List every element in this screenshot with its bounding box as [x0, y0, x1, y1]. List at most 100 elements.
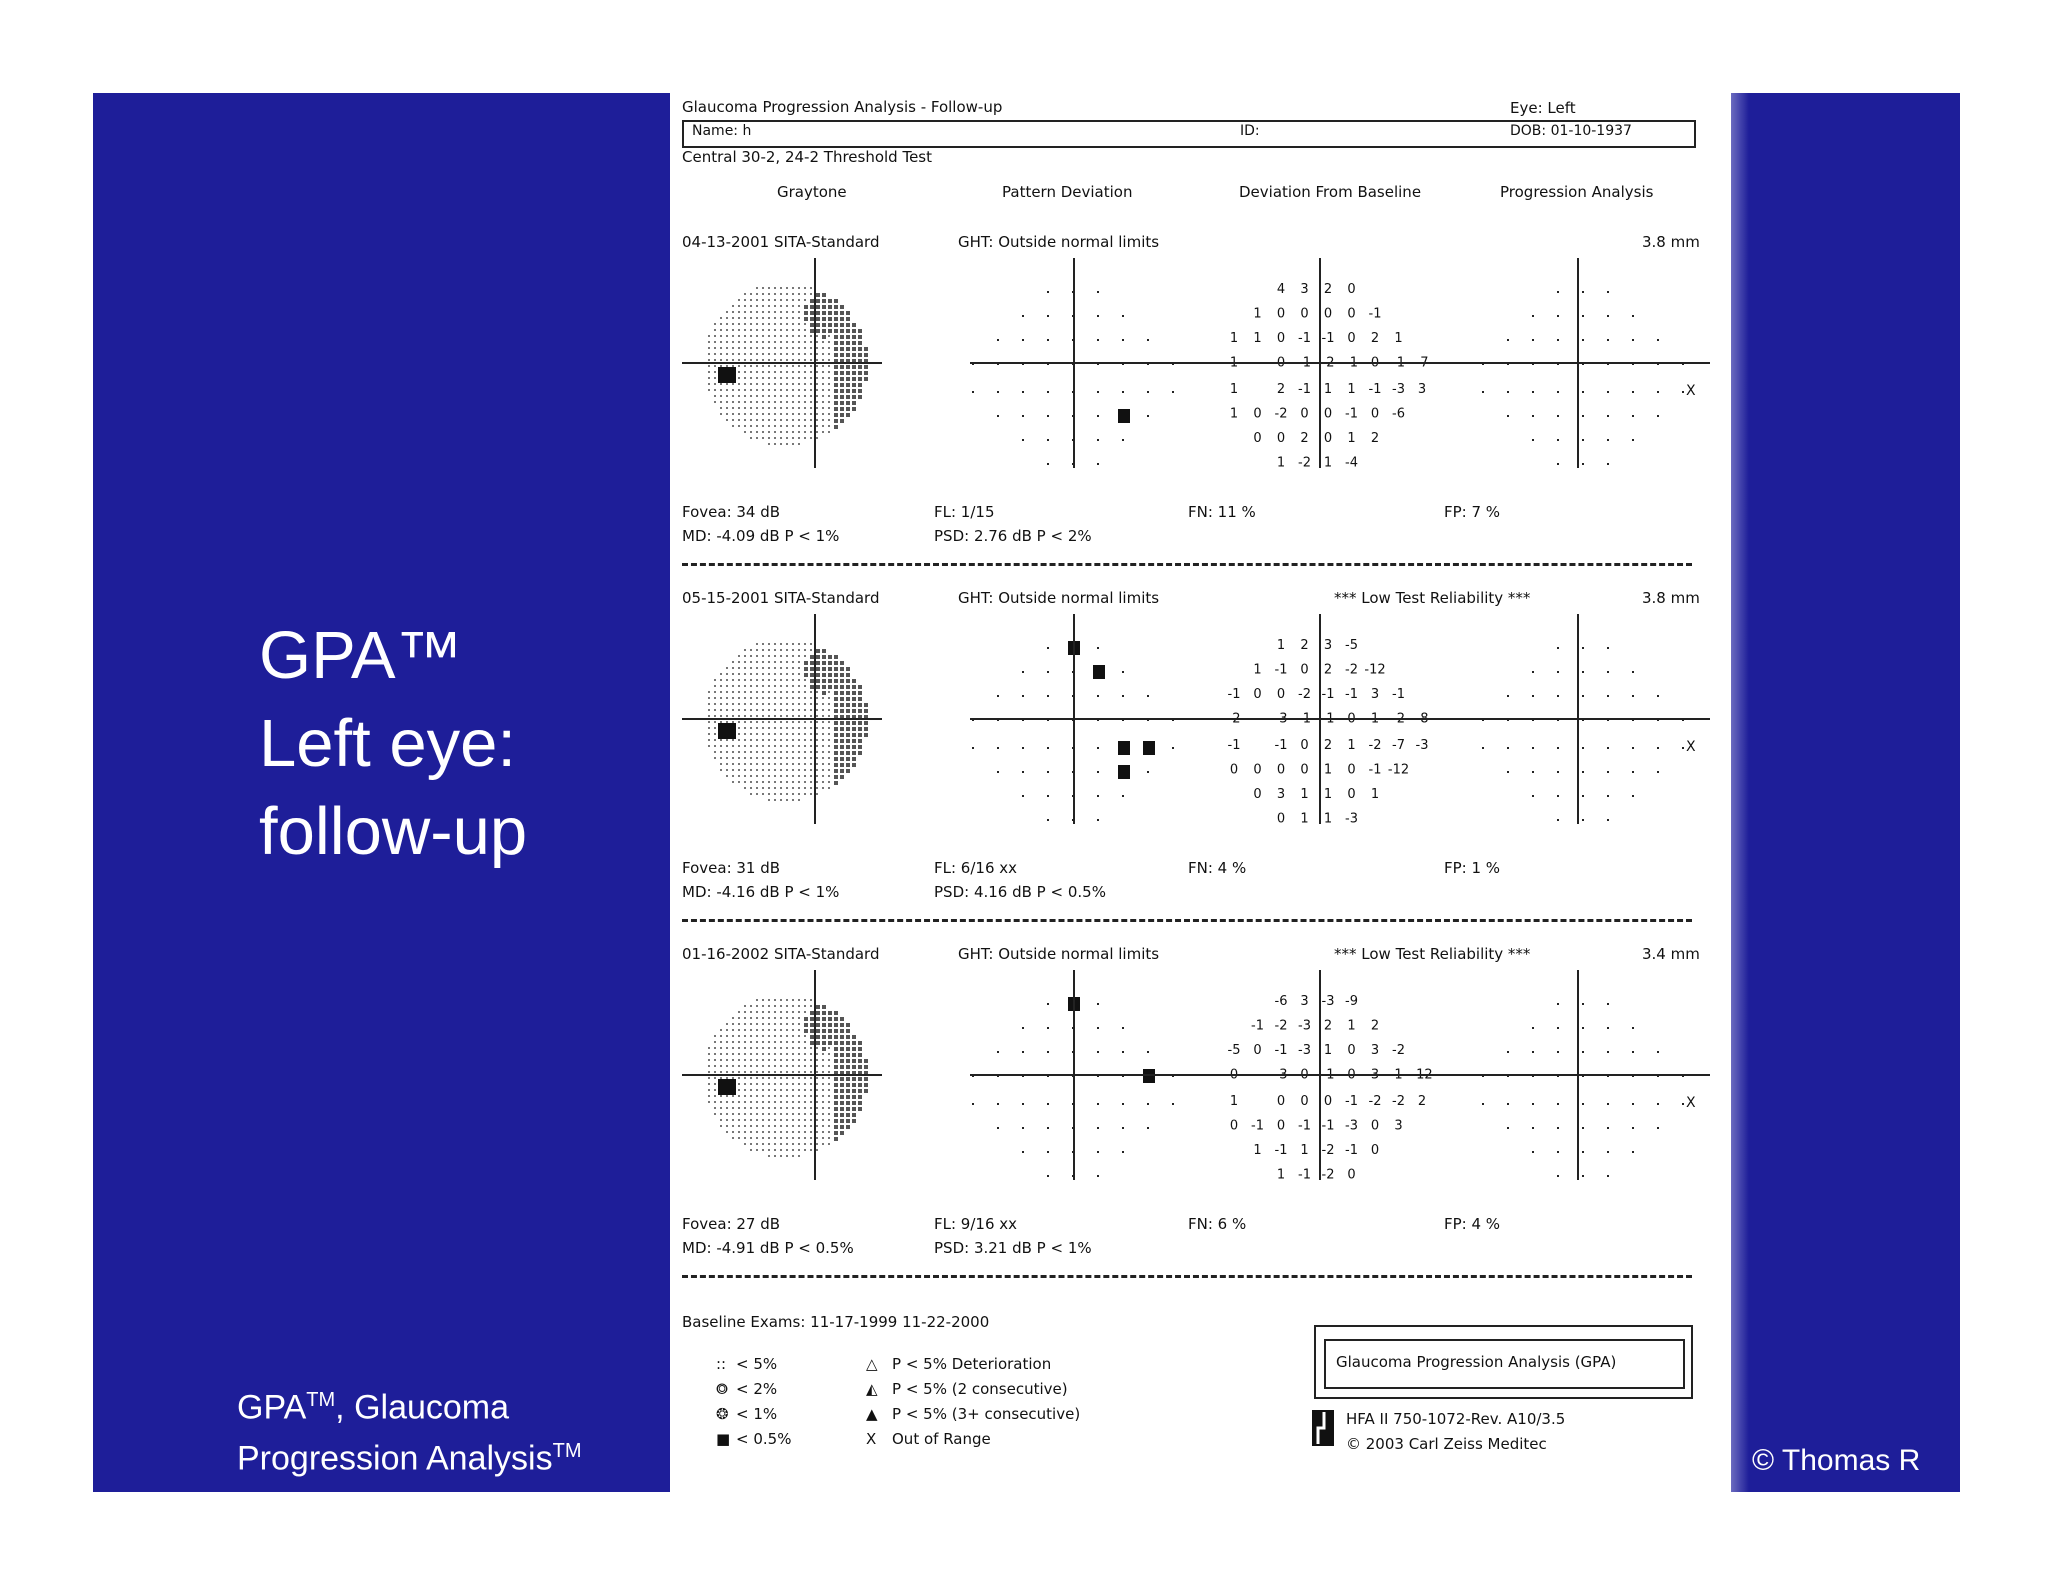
- graytone-dot: [756, 763, 758, 765]
- graytone-dot: [792, 437, 794, 439]
- graytone-dot: [726, 383, 728, 385]
- graytone-dot: [816, 1095, 818, 1097]
- graytone-dot: [714, 395, 716, 397]
- graytone-dot: [774, 649, 776, 651]
- graytone-dot: [786, 395, 788, 397]
- graytone-dot: [822, 395, 824, 397]
- graytone-dot: [744, 697, 746, 699]
- pattern-deviation-point: [997, 1103, 999, 1105]
- graytone-dot: [822, 709, 824, 711]
- graytone-dot: [756, 775, 758, 777]
- graytone-dot: [750, 305, 752, 307]
- graytone-dot: [744, 1137, 746, 1139]
- graytone-dot: [708, 745, 710, 747]
- graytone-dot: [744, 787, 746, 789]
- graytone-dot: [780, 1053, 782, 1055]
- graytone-dot: [768, 679, 770, 681]
- graytone-dot: [720, 685, 722, 687]
- graytone-dot: [810, 1095, 812, 1097]
- graytone-dot: [810, 715, 812, 717]
- graytone-dot: [816, 401, 818, 403]
- graytone-dot: [816, 733, 818, 735]
- graytone-dot: [810, 383, 812, 385]
- graytone-dot: [780, 1089, 782, 1091]
- graytone-dot: [780, 1023, 782, 1025]
- graytone-dot: [744, 299, 746, 301]
- graytone-dot: [864, 1089, 868, 1093]
- graytone-dot: [834, 1059, 838, 1063]
- test-ght: GHT: Outside normal limits: [958, 589, 1160, 607]
- baseline-value: 4: [1277, 282, 1285, 297]
- graytone-dot: [768, 299, 770, 301]
- graytone-dot: [780, 329, 782, 331]
- baseline-value: -1: [1275, 1143, 1288, 1158]
- graytone-dot: [858, 691, 862, 695]
- graytone-dot: [810, 377, 812, 379]
- progression-analysis-plot: X: [1482, 291, 1696, 465]
- graytone-dot: [786, 1071, 788, 1073]
- graytone-dot: [864, 1083, 868, 1087]
- graytone-dot: [768, 733, 770, 735]
- progression-point: [1607, 647, 1609, 649]
- graytone-dot: [810, 413, 812, 415]
- graytone-dot: [852, 685, 856, 689]
- graytone-dot: [798, 715, 800, 717]
- graytone-dot: [768, 715, 770, 717]
- graytone-dot: [774, 1029, 776, 1031]
- graytone-dot: [810, 293, 812, 295]
- graytone-dot: [720, 383, 722, 385]
- graytone-dot: [834, 323, 838, 327]
- graytone-dot: [756, 757, 758, 759]
- graytone-dot: [828, 1065, 830, 1067]
- graytone-dot: [834, 299, 838, 303]
- pattern-deviation-point: [997, 771, 999, 773]
- graytone-dot: [822, 359, 824, 361]
- graytone-dot: [846, 329, 850, 333]
- graytone-dot: [756, 323, 758, 325]
- baseline-value: 0: [1277, 431, 1285, 446]
- graytone-dot: [738, 1071, 740, 1073]
- graytone-dot: [816, 407, 818, 409]
- test-reliability: *** Low Test Reliability ***: [1334, 589, 1531, 607]
- graytone-dot: [834, 679, 838, 683]
- graytone-dot: [708, 691, 710, 693]
- baseline-value: -3: [1392, 382, 1405, 397]
- baseline-value: -1: [1228, 687, 1241, 702]
- graytone-dot: [744, 425, 746, 427]
- graytone-dot: [768, 1113, 770, 1115]
- graytone-dot: [804, 437, 806, 439]
- graytone-dot: [774, 763, 776, 765]
- graytone-dot: [792, 1023, 794, 1025]
- graytone-dot: [846, 721, 850, 725]
- graytone-dot: [708, 1065, 710, 1067]
- graytone-dot: [822, 1071, 824, 1073]
- progression-point: [1582, 771, 1584, 773]
- graytone-dot: [774, 293, 776, 295]
- graytone-dot: [780, 733, 782, 735]
- graytone-dot: [738, 709, 740, 711]
- graytone-dot: [738, 353, 740, 355]
- graytone-dot: [732, 1035, 734, 1037]
- graytone-dot: [804, 649, 806, 651]
- graytone-dot: [780, 1155, 782, 1157]
- graytone-dot: [756, 655, 758, 657]
- pattern-deviation-point: [1097, 439, 1099, 441]
- graytone-dot: [780, 299, 782, 301]
- graytone-dot: [798, 1155, 800, 1157]
- graytone-dot: [732, 347, 734, 349]
- graytone-dot: [708, 727, 710, 729]
- graytone-dot: [708, 1089, 710, 1091]
- graytone-dot: [774, 335, 776, 337]
- graytone-dot: [756, 643, 758, 645]
- graytone-dot: [822, 1077, 824, 1079]
- graytone-dot: [780, 775, 782, 777]
- graytone-dot: [834, 389, 838, 393]
- graytone-dot: [834, 365, 838, 369]
- graytone-dot: [804, 1017, 808, 1021]
- baseline-value: 0: [1277, 1094, 1285, 1109]
- graytone-dot: [792, 745, 794, 747]
- graytone-dot: [792, 1113, 794, 1115]
- baseline-value: -2: [1298, 456, 1311, 471]
- graytone-dot: [762, 643, 764, 645]
- graytone-dot: [720, 341, 722, 343]
